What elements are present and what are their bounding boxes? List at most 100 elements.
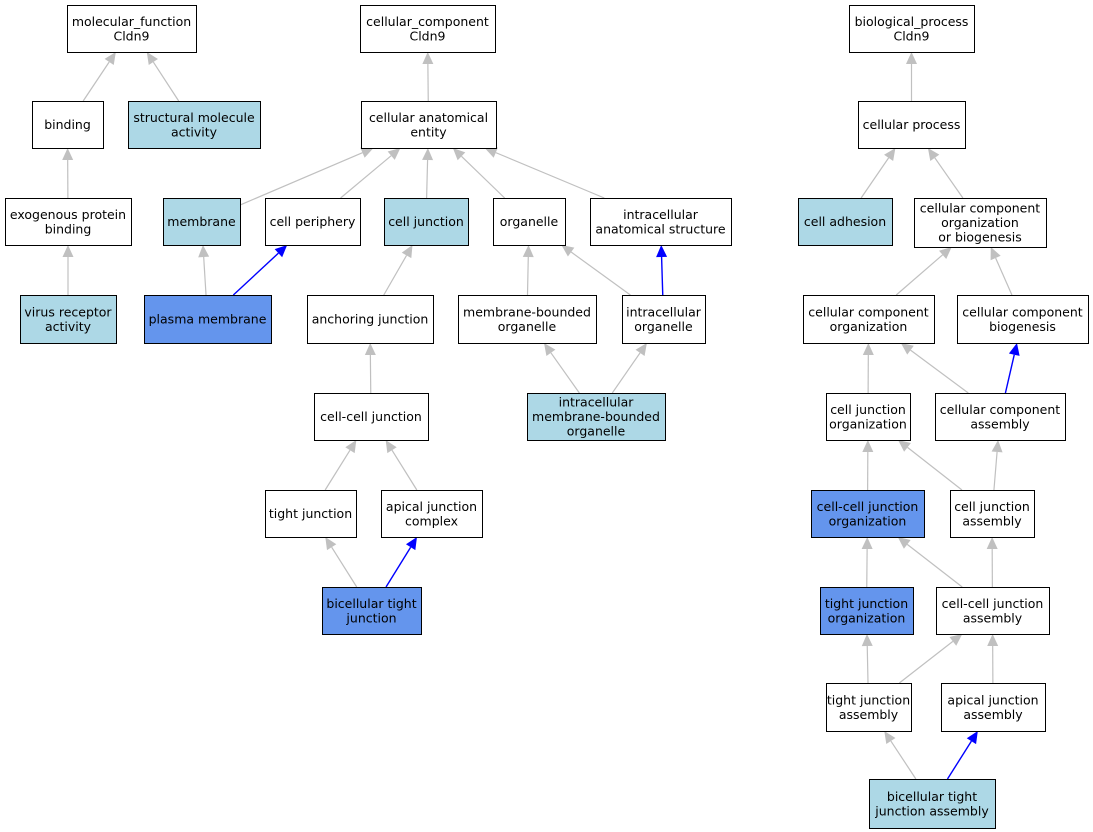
term-node-anchor[interactable]: anchoring junction [307, 295, 434, 344]
term-label-line: biological_process [855, 14, 969, 29]
term-node-organelle[interactable]: organelle [493, 198, 566, 246]
term-label-line: membrane [167, 214, 236, 229]
term-label-line: cellular component [962, 304, 1082, 319]
term-box [590, 198, 732, 246]
term-label-line: cell-cell junction [320, 409, 422, 424]
term-label-line: Cldn9 [113, 28, 149, 43]
edge-line [203, 256, 207, 296]
term-node-cp[interactable]: cellular process [858, 101, 966, 149]
arrowhead-icon [104, 52, 116, 66]
arrowhead-icon [897, 537, 911, 549]
term-label-line: intracellular [626, 304, 702, 319]
term-node-ccj[interactable]: cell-cell junction [314, 393, 429, 441]
term-box [914, 198, 1047, 248]
arrowhead-icon [884, 731, 896, 745]
term-node-cjunc[interactable]: cell junction [384, 198, 469, 246]
term-label-line: cell-cell junction [942, 596, 1044, 611]
arrowhead-icon [906, 52, 917, 64]
term-label-line: cellular component [940, 402, 1060, 417]
term-box [826, 683, 912, 732]
arrowhead-icon [422, 52, 434, 65]
term-node-tj[interactable]: tight junction [265, 490, 357, 538]
term-box [20, 295, 117, 344]
edge-cae-to-cc [422, 52, 434, 102]
term-label-line: apical junction [947, 692, 1038, 707]
edge-line [550, 352, 580, 394]
term-box [163, 198, 241, 246]
edge-line [934, 157, 964, 199]
edge-cp-to-bp [906, 52, 917, 101]
edge-cjo-to-cco [862, 343, 874, 394]
term-node-cperiph[interactable]: cell periphery [265, 198, 361, 246]
edge-io-to-organelle [561, 245, 631, 296]
term-label-line: apical junction [386, 499, 477, 514]
arrowhead-icon [861, 634, 873, 647]
term-label-line: plasma membrane [149, 312, 267, 327]
term-label-line: anatomical structure [595, 221, 725, 236]
edge-ajc-to-ccj [385, 440, 418, 491]
term-box [265, 490, 357, 538]
term-node-cadh[interactable]: cell adhesion [798, 198, 893, 246]
edge-line [993, 451, 998, 491]
term-label-line: organization [830, 319, 908, 334]
arrowhead-icon [385, 440, 397, 454]
term-label-line: binding [44, 117, 91, 132]
term-label-line: assembly [962, 513, 1022, 528]
term-box [820, 587, 914, 635]
term-label-line: assembly [963, 610, 1023, 625]
edge-line [232, 252, 279, 296]
edge-btj-to-ajc [385, 537, 417, 588]
term-box [826, 393, 911, 441]
term-box [458, 295, 597, 344]
term-label-line: organelle [500, 214, 559, 229]
term-box [128, 101, 261, 149]
term-box [493, 198, 566, 246]
edge-cja-to-cca [991, 440, 1003, 491]
edge-ccja-to-cja [986, 537, 998, 588]
edge-pm-to-cperiph [232, 245, 288, 296]
term-node-pm[interactable]: plasma membrane [144, 295, 272, 344]
arrowhead-icon [1008, 343, 1020, 356]
term-label-line: cellular component [920, 201, 1040, 216]
term-node-membrane[interactable]: membrane [163, 198, 241, 246]
term-label-line: cellular anatomical [369, 110, 488, 125]
term-label-line: activity [171, 124, 218, 139]
edge-btj-to-tj [325, 537, 358, 588]
term-box [265, 198, 361, 246]
edge-cja-to-cjo [898, 440, 963, 491]
edge-sma-to-mf [146, 52, 180, 102]
term-label-line: tight junction [269, 506, 352, 521]
term-box [798, 198, 893, 246]
term-label-line: cellular_component [366, 14, 489, 29]
term-node-binding[interactable]: binding [32, 101, 104, 149]
term-label-line: organization [941, 215, 1019, 230]
term-label-line: complex [405, 513, 458, 528]
edge-cjunc-to-cae [422, 148, 434, 199]
edge-line [495, 152, 605, 199]
